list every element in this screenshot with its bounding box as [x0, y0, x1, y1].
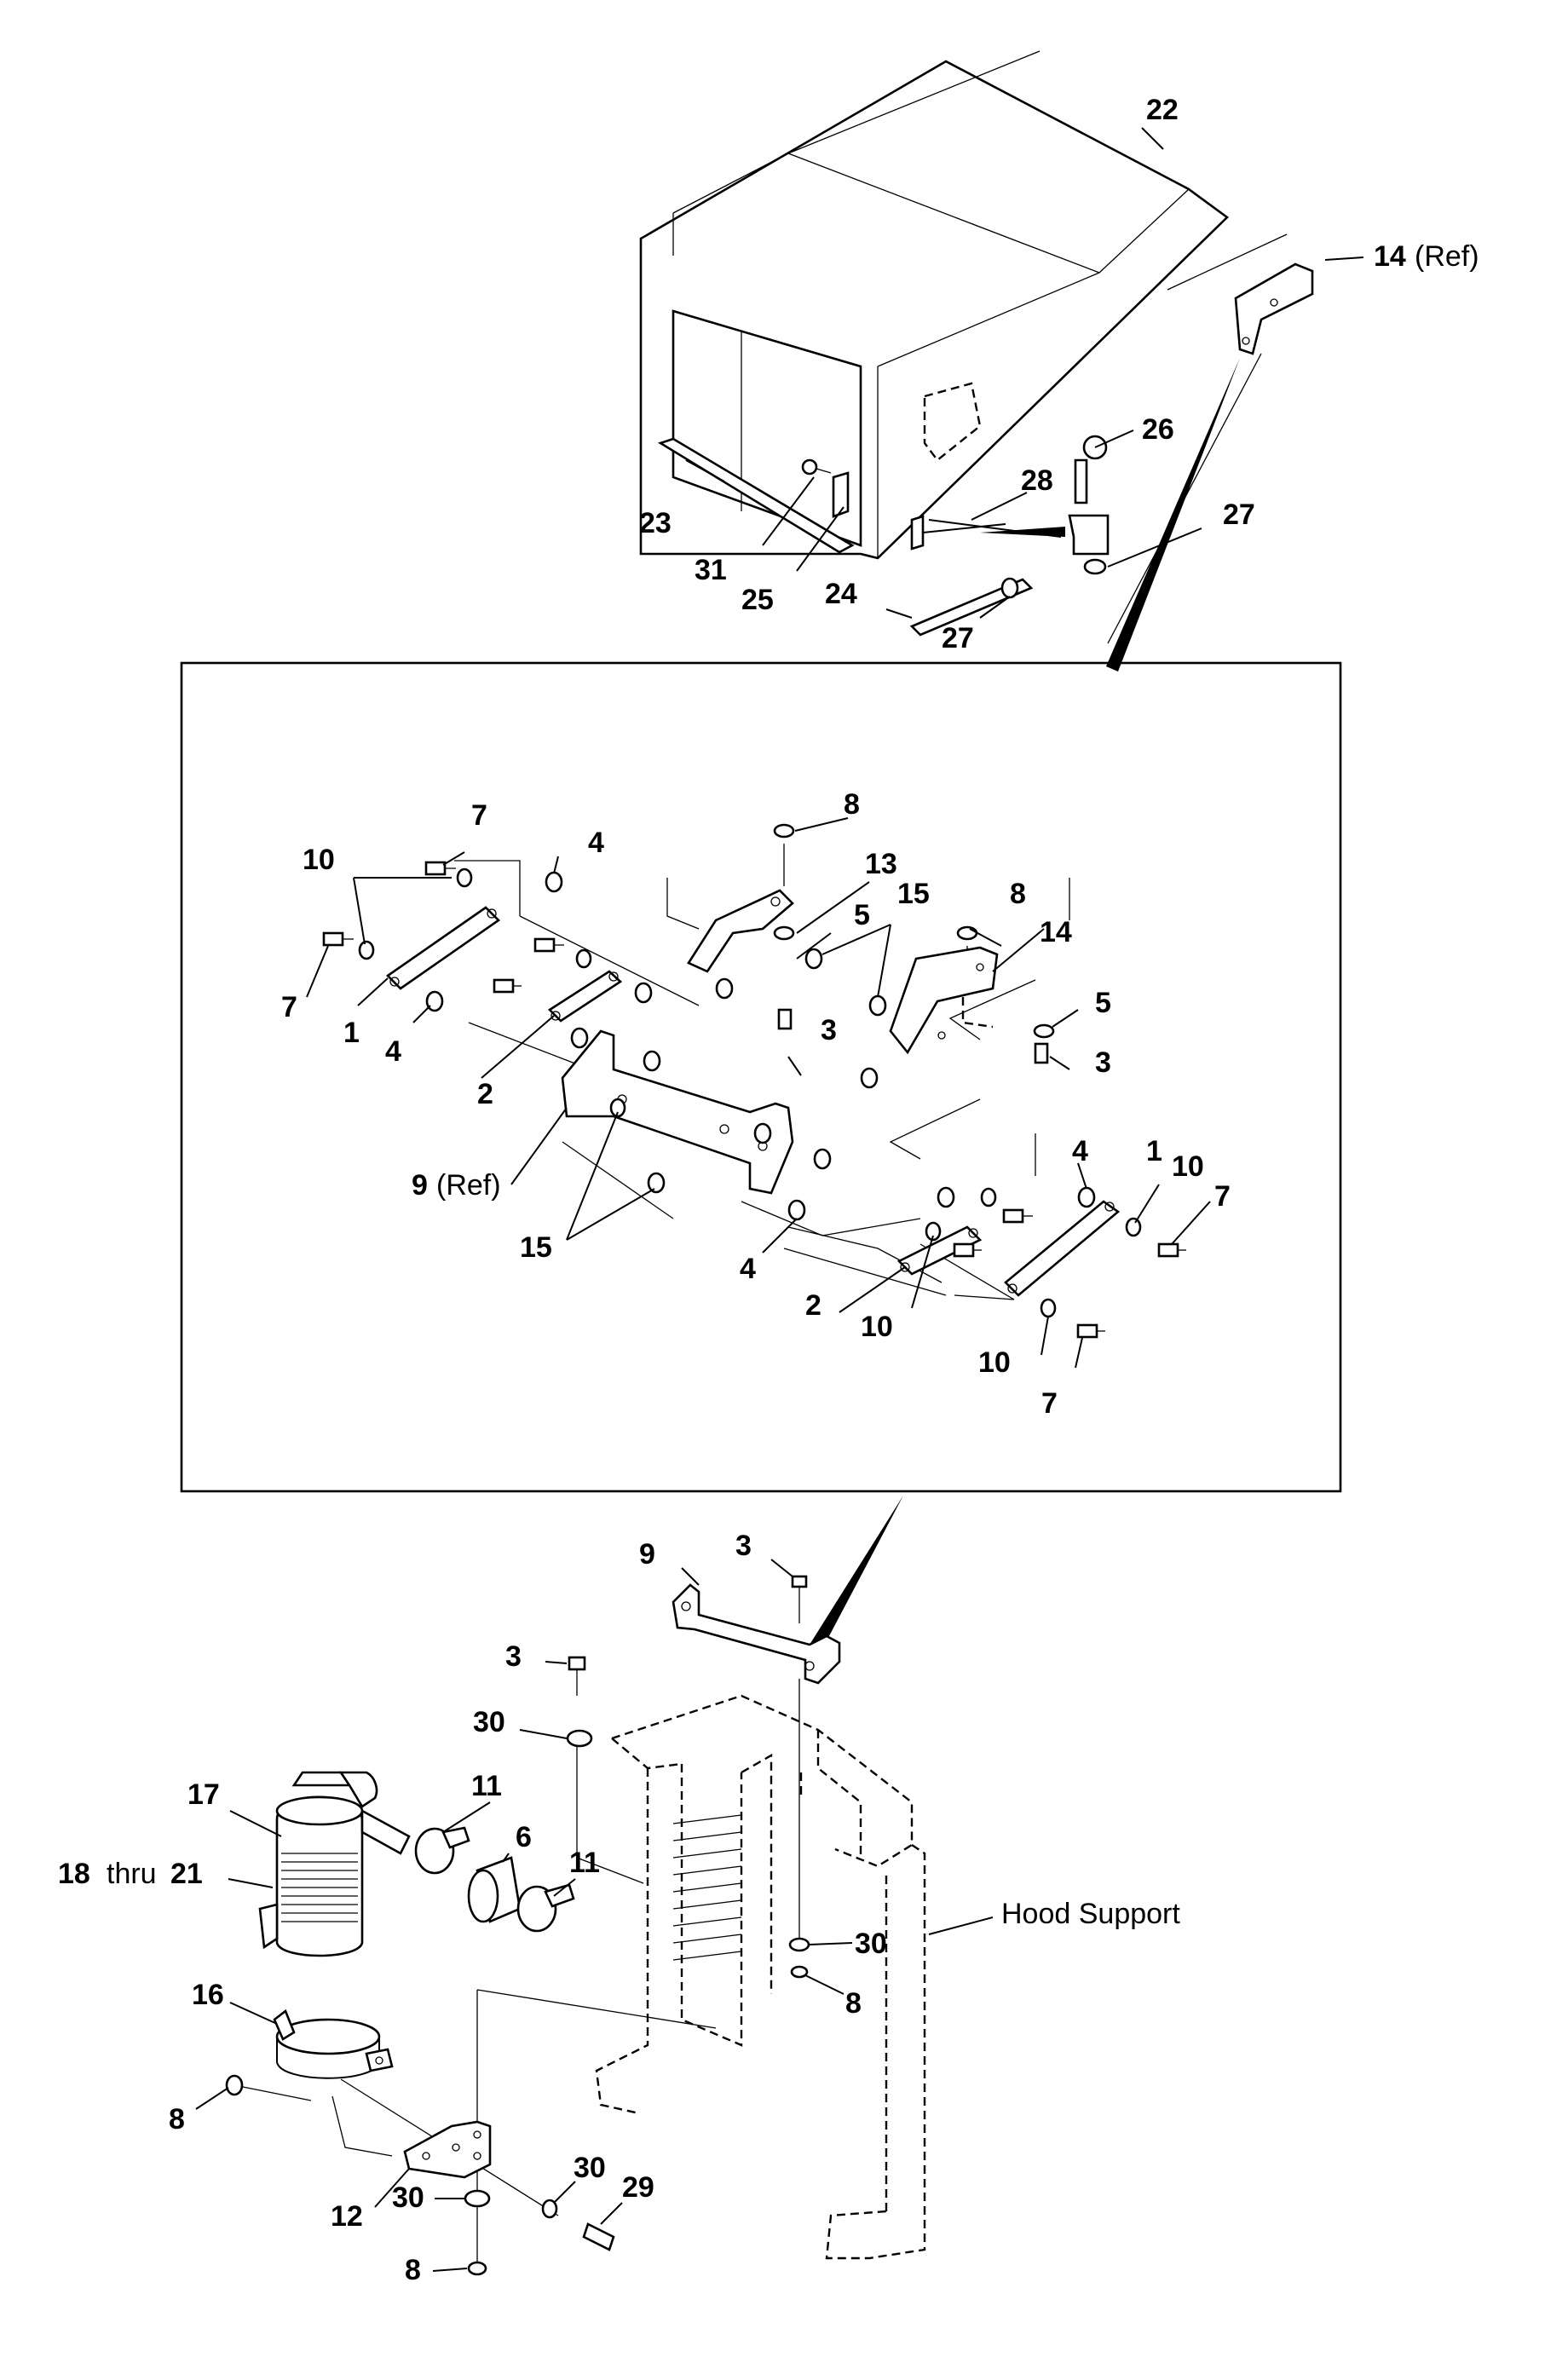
- callout-25: 25: [741, 584, 774, 616]
- callout-11-lower: 11: [569, 1847, 600, 1879]
- callout-28: 28: [1021, 464, 1053, 497]
- detail-box-parts: [322, 823, 1186, 1339]
- callout-12: 12: [331, 2200, 363, 2233]
- callout-27-lower: 27: [942, 622, 974, 654]
- callout-14-ref-suffix: (Ref): [1415, 240, 1479, 273]
- callout-3-lower-left: 3: [505, 1640, 522, 1673]
- callout-23: 23: [639, 507, 672, 539]
- callout-3-middle: 3: [821, 1014, 837, 1046]
- detail-box-frame: [180, 661, 1342, 1493]
- callout-31: 31: [695, 554, 727, 586]
- callout-21: 21: [170, 1858, 203, 1890]
- callout-26: 26: [1142, 413, 1174, 446]
- callout-11-upper: 11: [471, 1770, 502, 1802]
- callout-3-lower-top: 3: [735, 1530, 752, 1562]
- callout-15-upper: 15: [897, 878, 930, 910]
- callout-2-left: 2: [477, 1078, 493, 1110]
- callout-30-upper: 30: [473, 1706, 505, 1738]
- callout-7-right: 7: [1214, 1180, 1231, 1213]
- callout-7-left: 7: [281, 991, 297, 1023]
- callout-9-detail: 9: [412, 1169, 428, 1202]
- callout-10-right: 10: [1172, 1150, 1204, 1183]
- callout-16: 16: [192, 1979, 224, 2011]
- callout-30-lower-right: 30: [574, 2152, 606, 2184]
- lower-assembly: [225, 1575, 926, 2276]
- callout-29: 29: [622, 2171, 654, 2204]
- callout-18: 18: [58, 1858, 90, 1890]
- callout-13: 13: [865, 848, 897, 880]
- callout-4-upper: 4: [588, 827, 604, 859]
- callout-14-detail: 14: [1040, 916, 1072, 948]
- callout-9-lower: 9: [639, 1538, 655, 1571]
- callout-8-top: 8: [844, 788, 860, 821]
- callout-4-left: 4: [385, 1035, 401, 1068]
- callout-22: 22: [1146, 94, 1179, 126]
- callout-3-right: 3: [1095, 1046, 1111, 1079]
- callout-8-right: 8: [1010, 878, 1026, 910]
- callout-6: 6: [516, 1821, 532, 1853]
- callout-1-left: 1: [343, 1017, 360, 1049]
- lower-leaders: [195, 1559, 994, 2272]
- detail-leaders: [306, 817, 1211, 1369]
- hood-assembly: [639, 50, 1314, 671]
- callout-10-upper-left: 10: [303, 844, 335, 876]
- pointer-wedge-lower: [810, 1496, 903, 1649]
- callout-8-right-lower: 8: [845, 1987, 862, 2020]
- callout-24: 24: [825, 578, 857, 610]
- callout-27-upper: 27: [1223, 499, 1255, 531]
- callout-15-lower: 15: [520, 1231, 552, 1264]
- callout-4-lower: 4: [740, 1253, 756, 1285]
- hood-leaders: [685, 127, 1364, 619]
- callout-8-left: 8: [169, 2103, 185, 2135]
- callout-9-ref-suffix: (Ref): [436, 1169, 501, 1202]
- callout-8-bottom: 8: [405, 2254, 421, 2286]
- callout-17: 17: [187, 1778, 220, 1811]
- callout-30-right: 30: [855, 1928, 887, 1960]
- callout-2-right: 2: [805, 1289, 821, 1322]
- callout-10-lower: 10: [861, 1311, 893, 1343]
- callout-thru: thru: [107, 1858, 157, 1890]
- hood-support-label: Hood Support: [1001, 1898, 1180, 1930]
- callout-30-lower-left: 30: [392, 2181, 424, 2214]
- callout-7-upper-left: 7: [471, 799, 487, 832]
- callout-1-right: 1: [1146, 1135, 1162, 1167]
- callout-5-right: 5: [1095, 987, 1111, 1019]
- callout-10-bottom: 10: [978, 1346, 1011, 1379]
- callout-14-ref: 14: [1374, 240, 1406, 273]
- callout-4-right: 4: [1072, 1135, 1088, 1167]
- callout-5-upper: 5: [854, 899, 870, 931]
- callout-7-bottom: 7: [1041, 1387, 1058, 1420]
